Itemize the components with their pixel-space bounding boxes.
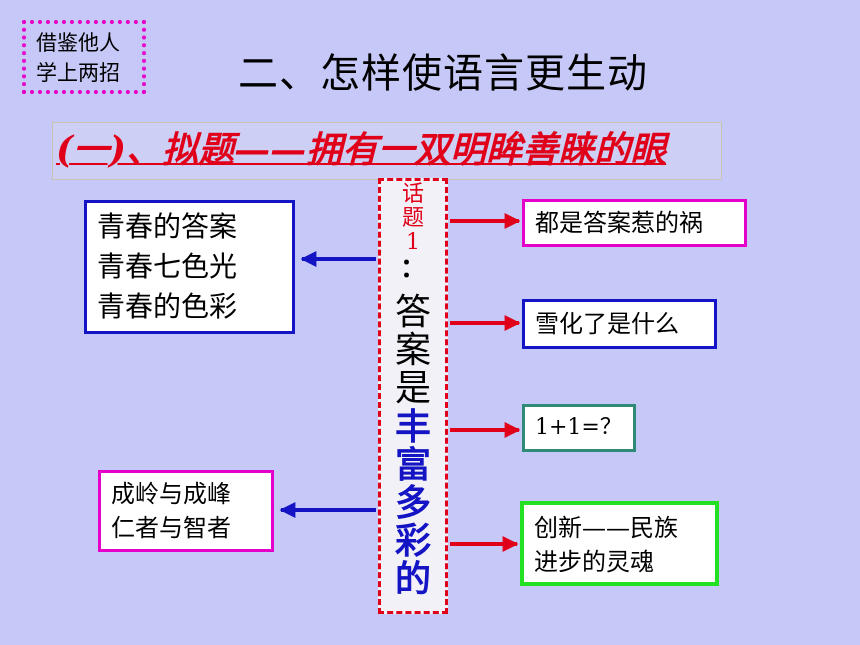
center-topic-box (378, 178, 448, 614)
left-box-1-item: 青春的答案 (97, 210, 238, 243)
topic-char: 是 (394, 368, 431, 409)
right-box-line: 都是答案惹的祸 (535, 209, 703, 237)
topic-char-highlight: 的 (394, 558, 431, 600)
left-box-2-item: 仁者与智者 (111, 514, 231, 542)
right-box-title-2: 雪化了是什么 (522, 299, 717, 349)
right-box-title-4: 创新——民族 进步的灵魂 (520, 501, 719, 586)
right-box-title-3: 1+1=？ (522, 404, 636, 452)
right-box-line: 进步的灵魂 (534, 548, 654, 576)
tag-line-1: 借鉴他人 (36, 31, 120, 55)
left-box-1-item: 青春七色光 (97, 250, 238, 283)
subtitle-text: (一)、拟题——拥有一双明眸善睐的眼 (56, 129, 667, 171)
topic-char: 题 (401, 206, 424, 231)
topic-char-highlight: 富 (394, 444, 431, 486)
topic-char: 答 (394, 292, 431, 333)
topic-char: 案 (394, 330, 431, 371)
left-box-examples-2: 成岭与成峰 仁者与智者 (98, 470, 274, 552)
left-box-1-item: 青春的色彩 (97, 290, 238, 323)
topic-char-highlight: 丰 (394, 406, 431, 448)
tag-box: 借鉴他人 学上两招 (22, 20, 146, 94)
topic-colon: ： (399, 254, 426, 284)
left-box-examples-1: 青春的答案 青春七色光 青春的色彩 (84, 200, 295, 334)
right-box-title-1: 都是答案惹的祸 (522, 199, 747, 247)
topic-char-highlight: 彩 (394, 520, 431, 562)
topic-char: 话 (401, 182, 424, 207)
right-box-line: 创新——民族 (534, 514, 678, 542)
subtitle-box (52, 122, 722, 180)
topic-char-highlight: 多 (394, 482, 431, 524)
tag-line-2: 学上两招 (36, 61, 120, 85)
page-title: 二、怎样使语言更生动 (238, 51, 648, 97)
topic-char: 1 (406, 230, 420, 255)
left-box-2-item: 成岭与成峰 (111, 480, 231, 508)
right-box-line: 雪化了是什么 (535, 310, 679, 338)
right-box-line: 1+1=？ (535, 415, 622, 440)
